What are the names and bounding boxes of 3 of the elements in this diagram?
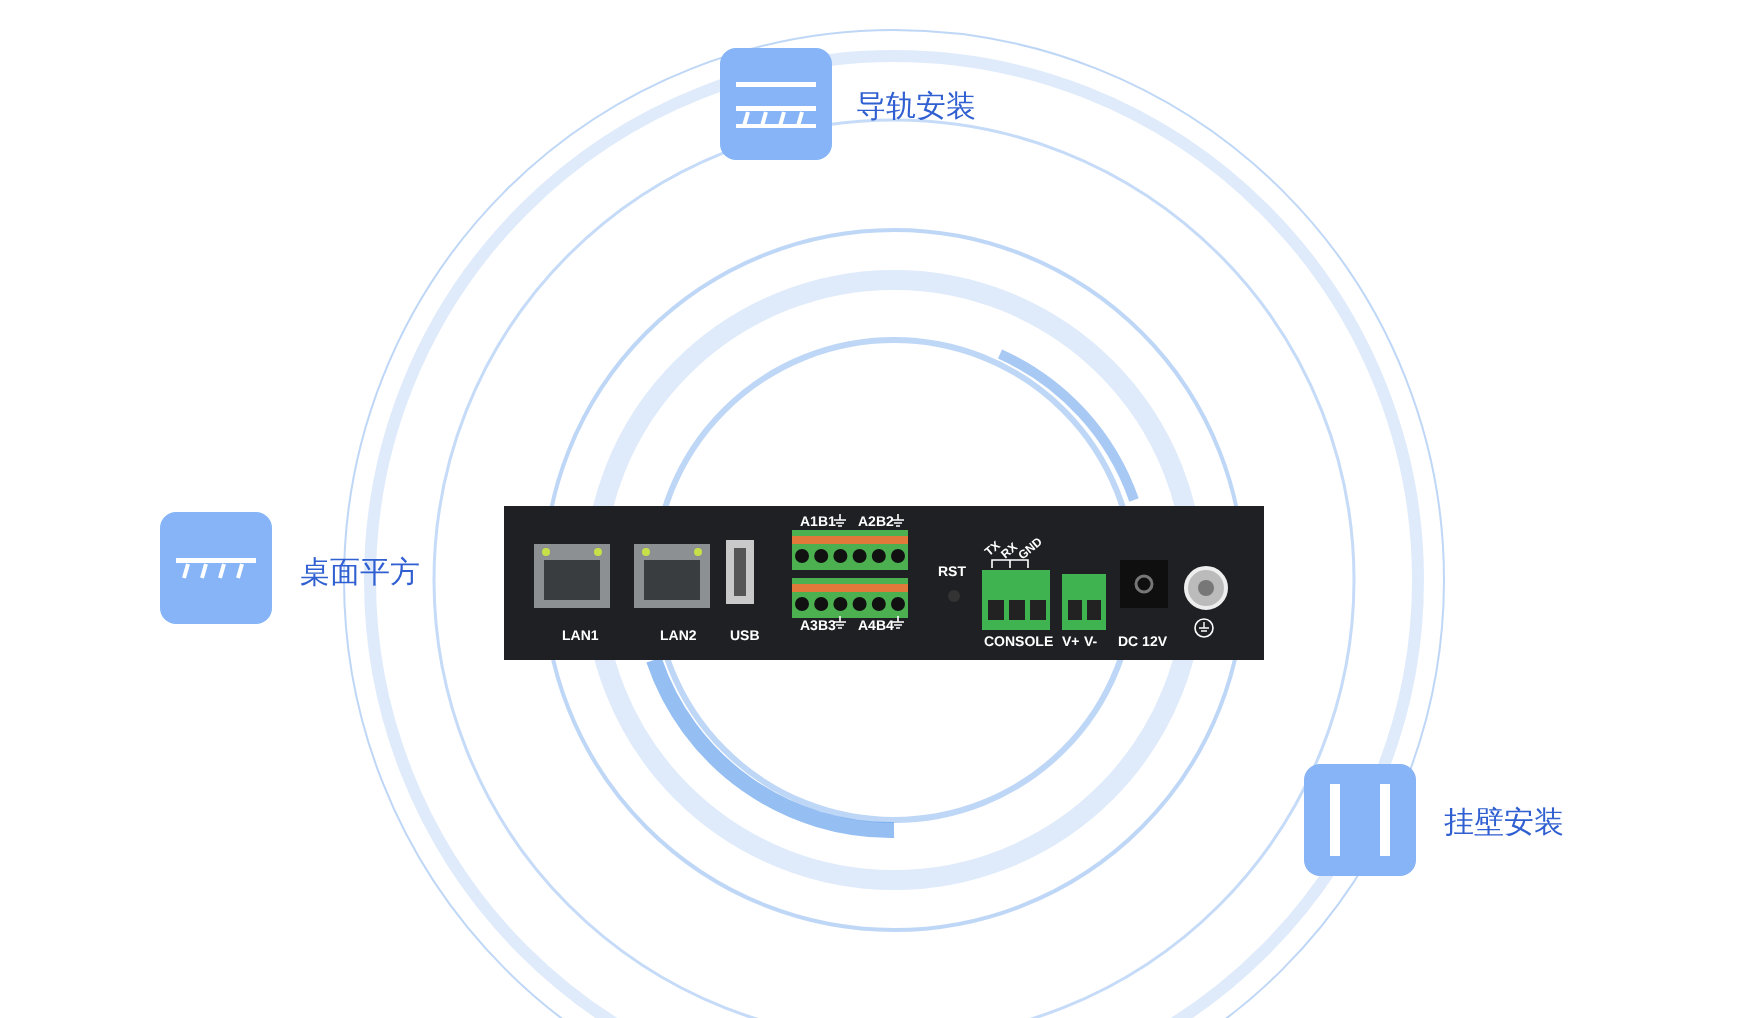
mounting-label: 导轨安装 [856,92,976,122]
mounting-label: 挂壁安装 [1444,808,1564,838]
mounting-label: 桌面平方 [300,558,420,588]
